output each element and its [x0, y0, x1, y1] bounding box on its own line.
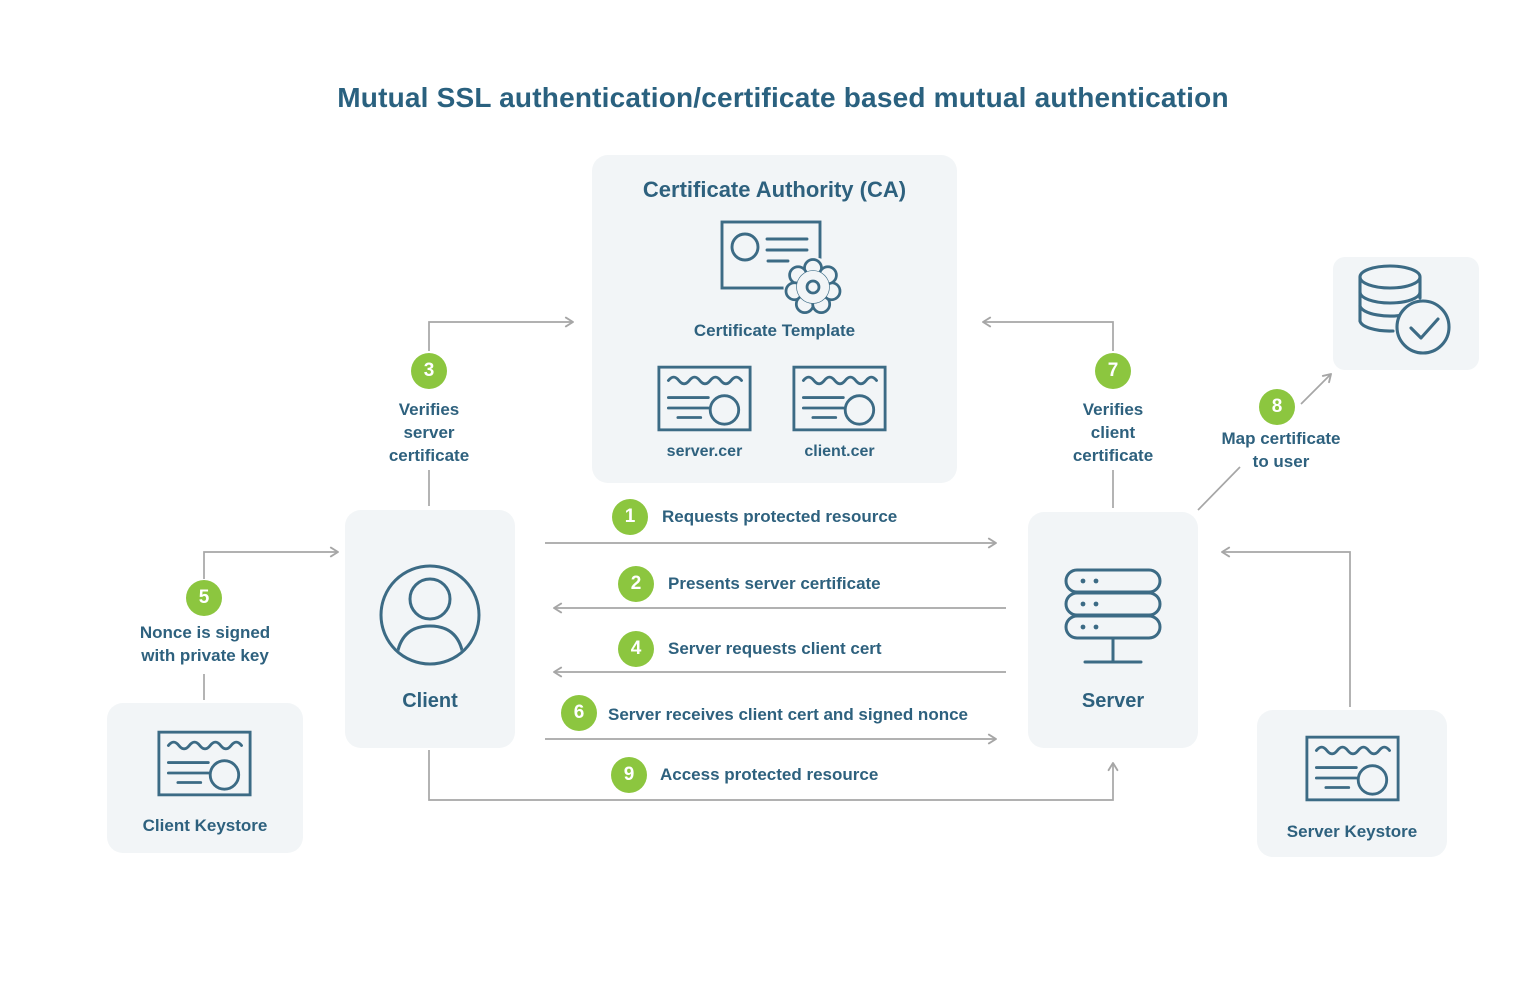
client-label: Client — [402, 690, 458, 712]
client-cert-label: client.cer — [804, 443, 875, 460]
server-keystore-panel: Server Keystore — [1257, 710, 1447, 857]
step-7-label: Verifies client certificate — [1072, 400, 1154, 465]
arrow-keystore-to-client — [203, 546, 339, 579]
arrow-client-to-ca — [428, 316, 574, 351]
step-9-badge: 9 — [611, 757, 647, 793]
client-cert-icon — [792, 365, 887, 432]
server-panel: Server — [1028, 512, 1198, 748]
step-5-label: Nonce is signed with private key — [139, 623, 271, 665]
step-9-label: Access protected resource — [660, 765, 879, 784]
step-1-badge: 1 — [612, 499, 648, 535]
step-5-badge: 5 — [186, 580, 222, 616]
arrow-keystore-to-server — [1221, 546, 1351, 707]
step-4-badge: 4 — [618, 631, 654, 667]
step-7-badge: 7 — [1095, 353, 1131, 389]
arrow-step9 — [428, 750, 1119, 801]
step-2-badge: 2 — [618, 566, 654, 602]
server-keystore-label: Server Keystore — [1286, 822, 1418, 841]
database-icon — [1358, 264, 1451, 355]
step-4-label: Server requests client cert — [668, 639, 882, 658]
client-keystore-cert-icon — [157, 730, 252, 797]
step-1-label: Requests protected resource — [662, 507, 898, 526]
arrow-step8-upper — [1300, 373, 1332, 405]
server-label: Server — [1081, 690, 1145, 712]
user-database-panel — [1333, 257, 1479, 370]
user-icon — [379, 564, 481, 666]
step-6-label: Server receives client cert and signed n… — [608, 705, 968, 724]
line-step8-lower — [1197, 466, 1241, 511]
client-keystore-panel: Client Keystore — [107, 703, 303, 853]
ca-panel: Certificate Authority (CA) — [592, 155, 957, 483]
step-8-label: Map certificate to user — [1221, 429, 1341, 471]
step-3-badge: 3 — [411, 353, 447, 389]
step-6-badge: 6 — [561, 695, 597, 731]
arrow-server-to-ca — [982, 316, 1114, 351]
step-3-label: Verifies server certificate — [388, 400, 470, 465]
server-cert-icon — [657, 365, 752, 432]
check-icon — [1395, 299, 1451, 355]
step-2-label: Presents server certificate — [668, 574, 881, 593]
server-cert-label: server.cer — [666, 443, 743, 460]
certificate-template-label: Certificate Template — [693, 321, 856, 340]
ca-heading: Certificate Authority (CA) — [642, 177, 907, 202]
server-icon — [1064, 568, 1162, 664]
client-panel: Client — [345, 510, 515, 748]
certificate-template-icon — [720, 220, 843, 317]
gear-icon — [783, 257, 843, 317]
diagram-title: Mutual SSL authentication/certificate ba… — [337, 82, 1229, 113]
step-8-badge: 8 — [1259, 389, 1295, 425]
client-keystore-label: Client Keystore — [142, 816, 268, 835]
server-keystore-cert-icon — [1305, 735, 1400, 802]
